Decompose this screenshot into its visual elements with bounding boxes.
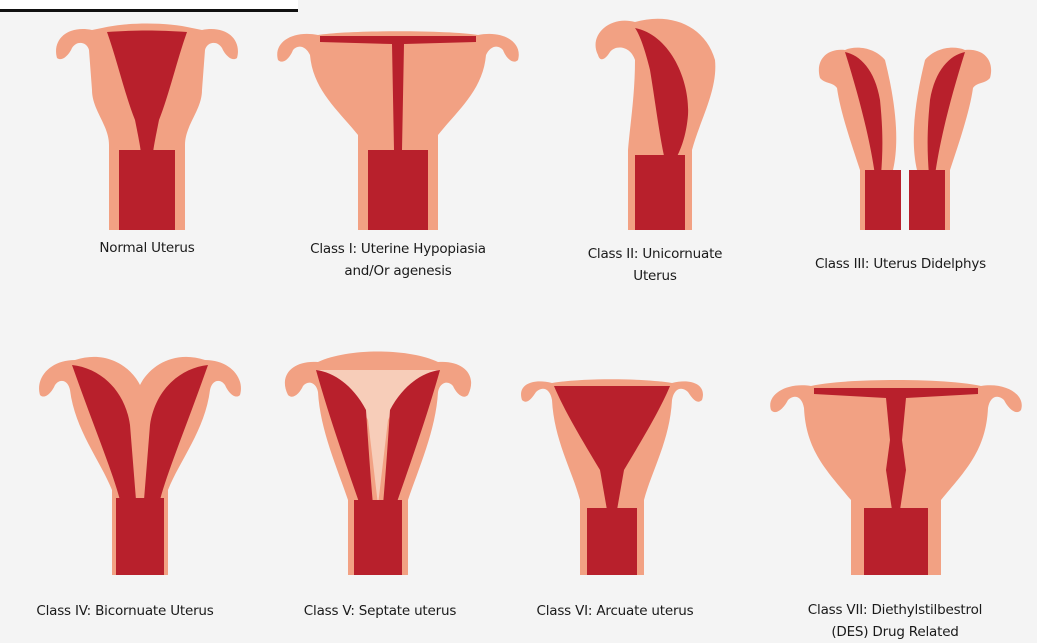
caption-normal: Normal Uterus (47, 237, 247, 259)
caption-class-7-line1: Class VII: Diethylstilbestrol (755, 599, 1035, 621)
caption-class-7-line2: (DES) Drug Related (755, 621, 1035, 643)
caption-class-1-line2: and/Or agenesis (263, 260, 533, 282)
caption-class-6: Class VI: Arcuate uterus (505, 600, 725, 622)
caption-class-7: Class VII: Diethylstilbestrol (DES) Drug… (755, 599, 1035, 643)
caption-class-4-line1: Class IV: Bicornuate Uterus (5, 600, 245, 622)
caption-class-1: Class I: Uterine Hypopiasia and/Or agene… (263, 238, 533, 282)
uterus-class-2 (596, 19, 716, 230)
caption-normal-line1: Normal Uterus (47, 237, 247, 259)
uterus-class-1 (277, 31, 519, 230)
uterus-class-6 (521, 379, 703, 575)
uterus-class-3 (819, 48, 991, 230)
caption-class-3-line1: Class III: Uterus Didelphys (768, 253, 1033, 275)
caption-class-5: Class V: Septate uterus (270, 600, 490, 622)
caption-class-6-line1: Class VI: Arcuate uterus (505, 600, 725, 622)
uterus-class-5 (285, 352, 471, 576)
caption-class-2-line1: Class II: Unicornuate (555, 243, 755, 265)
uterus-class-4 (39, 357, 241, 575)
caption-class-3: Class III: Uterus Didelphys (768, 253, 1033, 275)
caption-class-2-line2: Uterus (555, 265, 755, 287)
uterus-normal (56, 24, 238, 231)
caption-class-2: Class II: Unicornuate Uterus (555, 243, 755, 287)
caption-class-5-line1: Class V: Septate uterus (270, 600, 490, 622)
caption-class-4: Class IV: Bicornuate Uterus (5, 600, 245, 622)
uterus-class-7 (770, 380, 1022, 575)
caption-class-1-line1: Class I: Uterine Hypopiasia (263, 238, 533, 260)
